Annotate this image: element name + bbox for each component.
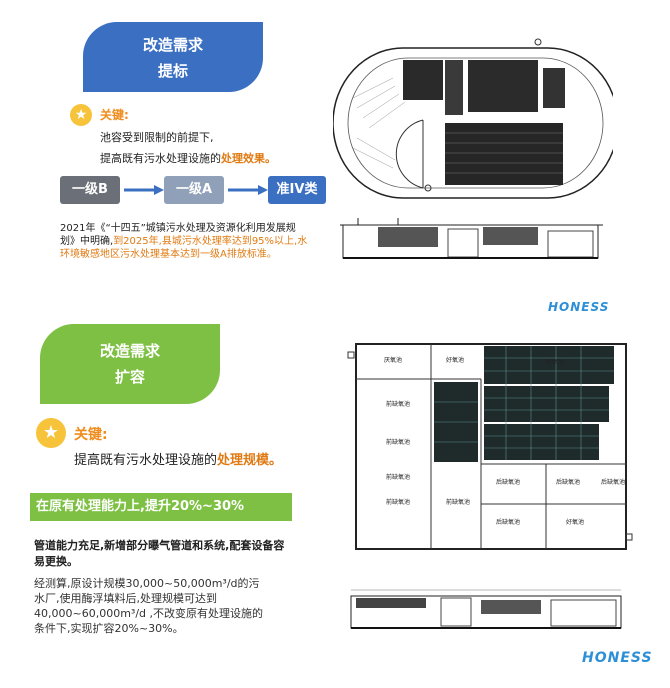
section1-tab: 改造需求 提标 xyxy=(83,22,263,92)
section1-tab-subtitle: 提标 xyxy=(157,62,188,80)
section2-body-text: 经测算,原设计规模30,000~50,000m³/d的污水厂,使用酶浮填料后,处… xyxy=(34,577,264,635)
honess-logo: HONESS xyxy=(548,300,610,314)
drawing-label: 前缺氧池 xyxy=(386,498,410,506)
section1-policy-note: 2021年《“十四五”城镇污水处理及资源化利用发展规划》中明确,到2025年,县… xyxy=(60,222,308,261)
section1-policy-text: 2021年《“十四五”城镇污水处理及资源化利用发展规划》中明确, xyxy=(60,223,296,247)
section1-policy-highlight: 到2025年,县城污水处理率达到95%以上,水环境敏感地区污水处理基本达到一级A… xyxy=(60,236,308,260)
drawing-label: 后缺氧池 xyxy=(496,478,520,486)
capacity-increase-banner: 在原有处理能力上,提升20%~30% xyxy=(30,493,292,521)
oval-tank-plan-drawing xyxy=(333,38,613,199)
step-level-b: 一级B xyxy=(60,176,120,204)
drawing-label: 前缺氧池 xyxy=(386,473,410,481)
section1-key-line2-highlight: 处理效果。 xyxy=(221,152,276,165)
drawing-label: 前缺氧池 xyxy=(386,400,410,408)
drawing-label: 后缺氧池 xyxy=(496,518,520,526)
arrow-right-icon xyxy=(228,185,268,195)
step-level-a: 一级A xyxy=(164,176,224,204)
section1-tab-title: 改造需求 xyxy=(142,36,203,54)
rectangular-tank-plan-drawing: 厌氧池 好氧池 前缺氧池 前缺氧池 前缺氧池 前缺氧池 前缺氧池 后缺氧池 后缺… xyxy=(347,343,633,550)
section2-key-line-text: 提高既有污水处理设施的 xyxy=(74,453,218,468)
drawing-label: 好氧池 xyxy=(566,518,584,526)
drawing-label: 后缺氧池 xyxy=(556,478,580,486)
section1-key-line1: 池容受到限制的前提下, xyxy=(100,131,214,144)
arrow-right-icon xyxy=(124,185,164,195)
section1-key-line2: 提高既有污水处理设施的处理效果。 xyxy=(100,151,276,166)
drawing-label: 好氧池 xyxy=(546,358,564,366)
drawing-label: 前缺氧池 xyxy=(386,438,410,446)
section2-key-label: 关键: xyxy=(74,427,108,443)
drawing-label: 厌氧池 xyxy=(384,356,402,364)
section2-tab: 改造需求 扩容 xyxy=(40,324,220,404)
section2-key-line: 提高既有污水处理设施的处理规模。 xyxy=(74,452,282,470)
step-quasi-iv: 准IV类 xyxy=(268,176,326,204)
section2-key-line-highlight: 处理规模。 xyxy=(217,453,283,468)
drawing-label: 前缺氧池 xyxy=(446,498,470,506)
star-icon: ★ xyxy=(70,104,92,126)
honess-logo: HONESS xyxy=(582,650,653,666)
section1-key-label: 关键: xyxy=(100,108,129,122)
drawing-label: 好氧池 xyxy=(446,356,464,364)
section2-tab-title: 改造需求 xyxy=(99,342,160,360)
rectangular-tank-elevation-drawing xyxy=(350,589,622,629)
star-icon: ★ xyxy=(36,418,66,448)
section1-key-line2-text: 提高既有污水处理设施的 xyxy=(100,152,221,165)
section2-tab-subtitle: 扩容 xyxy=(114,368,145,386)
drawing-label: 后缺氧池 xyxy=(601,478,625,486)
tank-elevation-drawing xyxy=(340,218,603,259)
section2-bold-text: 管道能力充足,新增部分曝气管道和系统,配套设备容易更换。 xyxy=(34,539,285,568)
